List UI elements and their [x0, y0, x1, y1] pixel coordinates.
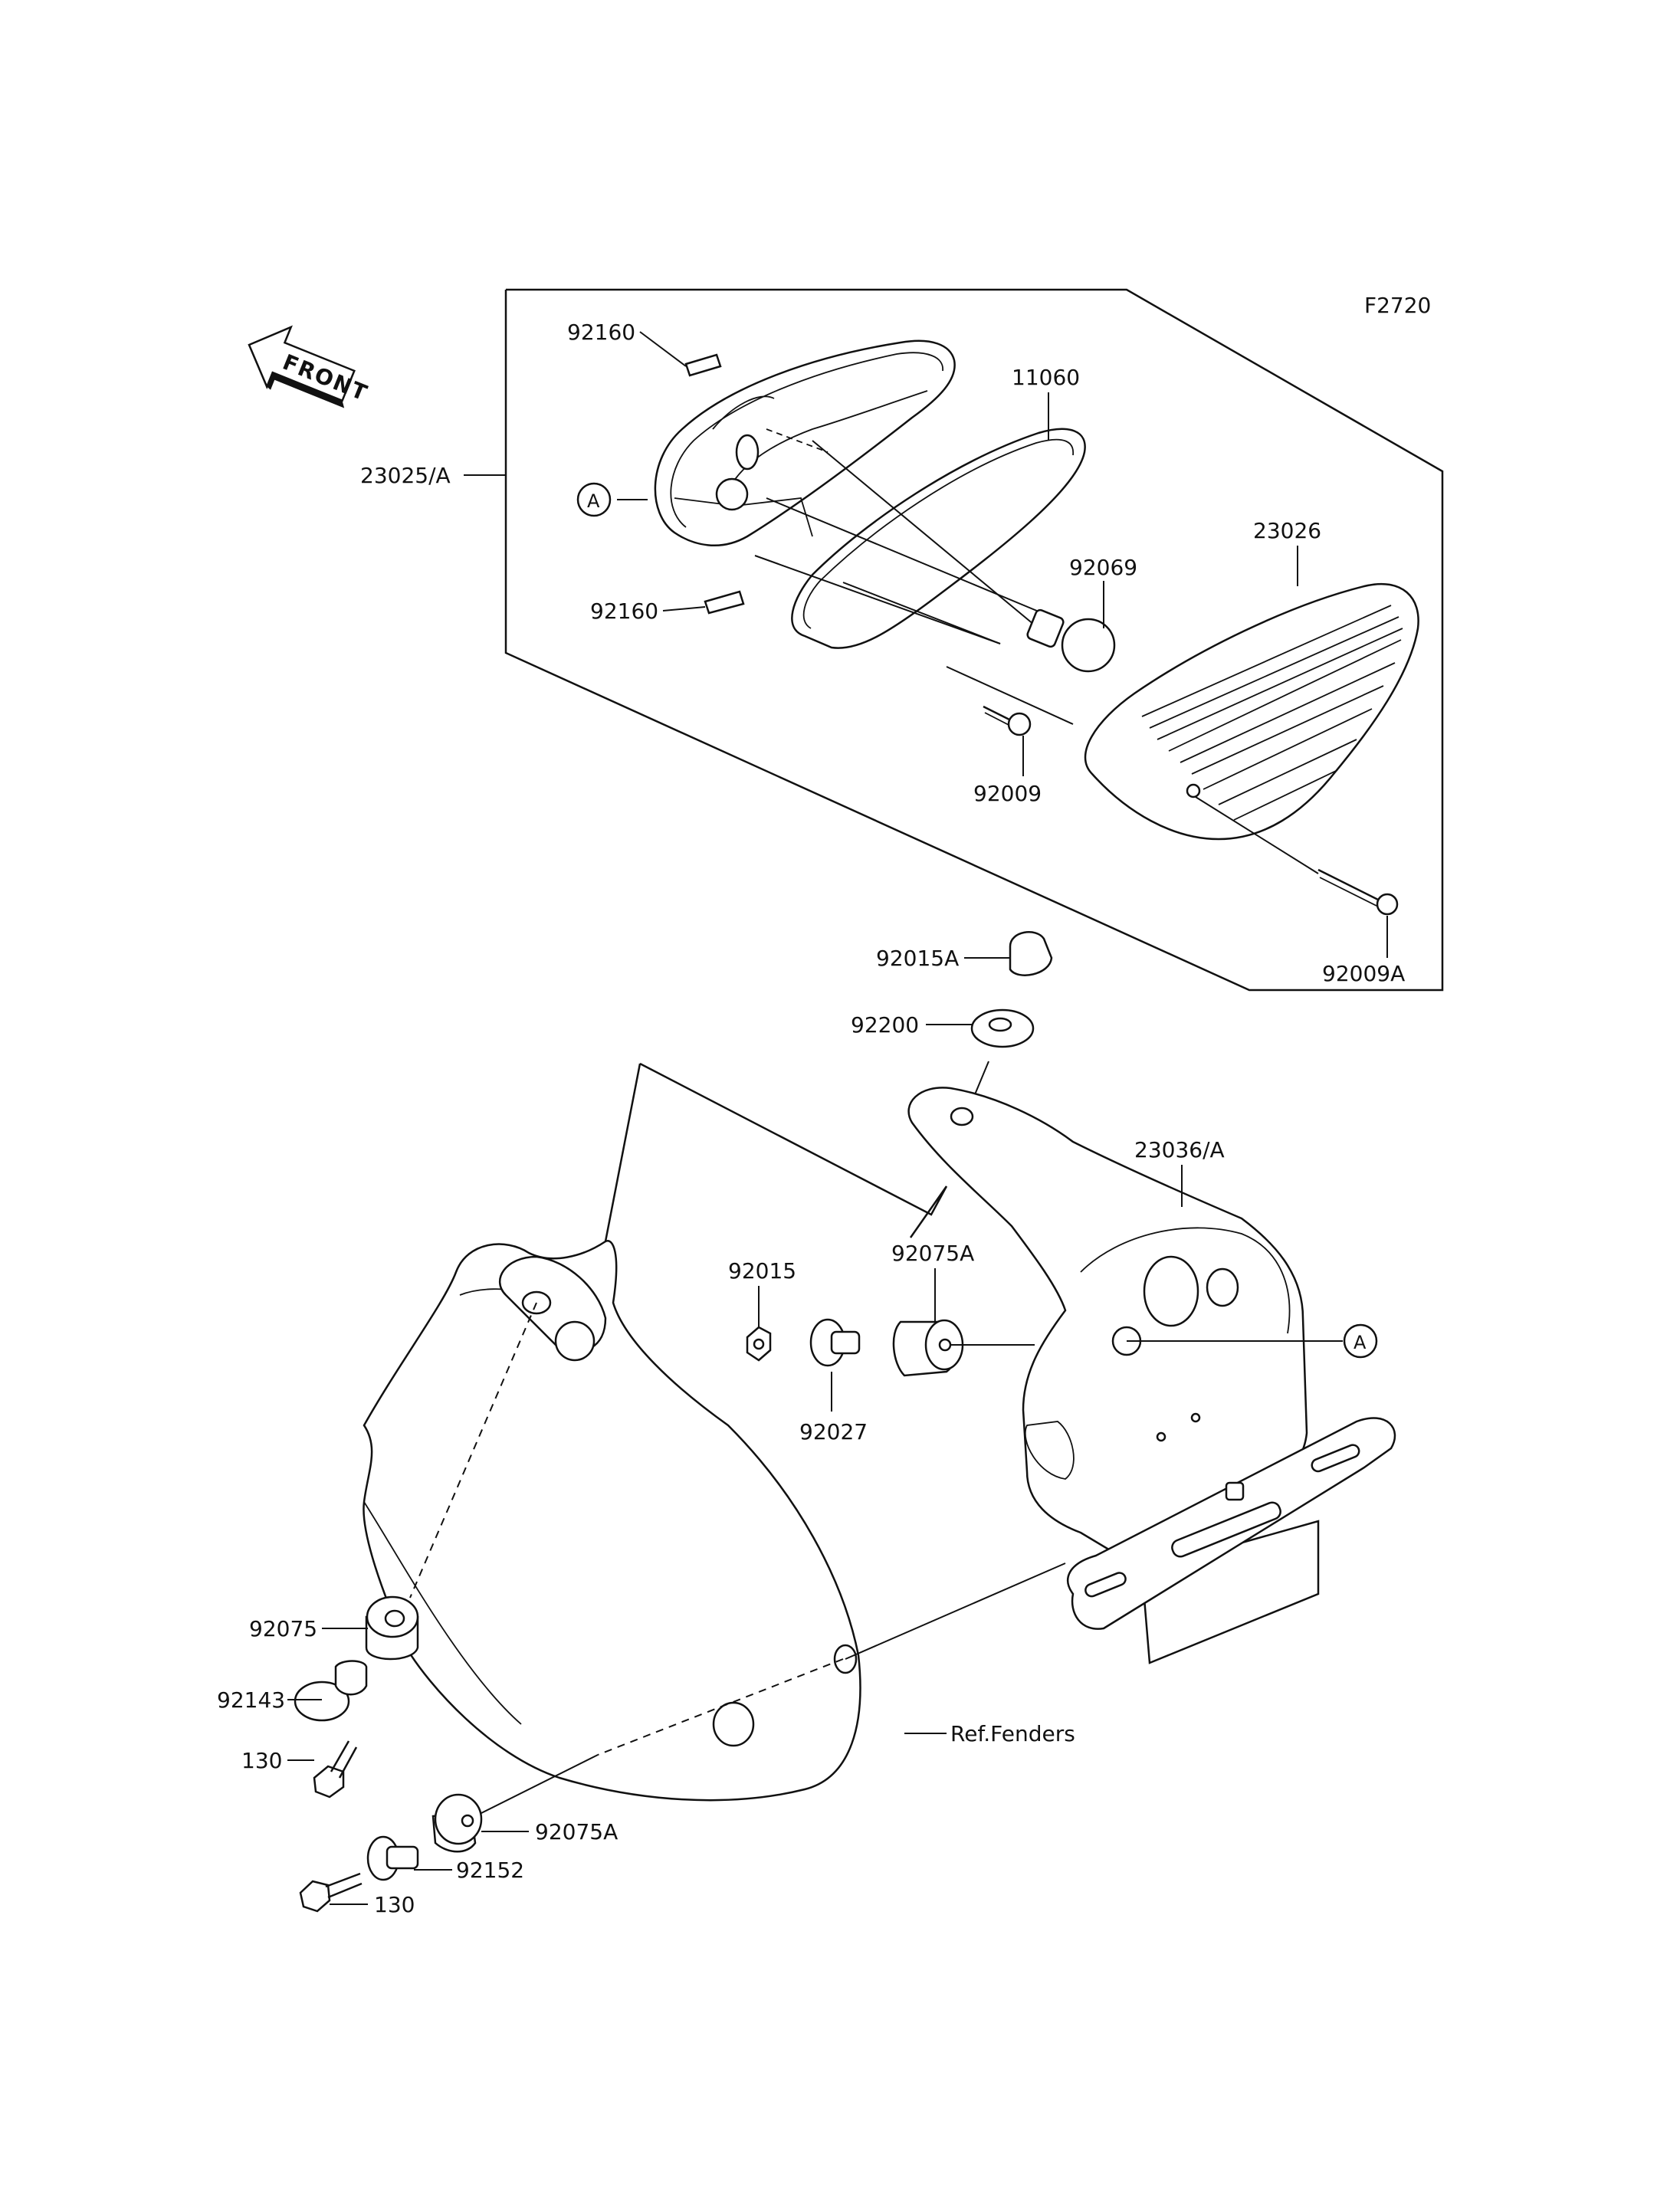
- label-92160-lower: 92160: [590, 598, 658, 624]
- label-92027: 92027: [799, 1419, 868, 1444]
- grommet: [365, 1595, 419, 1661]
- bolt-upper: [313, 1740, 358, 1799]
- label-92152: 92152: [456, 1858, 524, 1883]
- clip-upper: [684, 353, 722, 377]
- label-23025a: 23025/A: [360, 463, 451, 488]
- label-92015a: 92015A: [876, 946, 959, 971]
- svg-text:A: A: [1354, 1332, 1367, 1353]
- bolt-lower: [299, 1872, 363, 1913]
- assembly-frame: [504, 288, 1444, 992]
- label-11060: 11060: [1012, 365, 1080, 390]
- label-23026: 23026: [1253, 518, 1321, 543]
- bulb: [1026, 608, 1116, 673]
- label-92200: 92200: [851, 1012, 919, 1038]
- label-23036a: 23036/A: [1134, 1137, 1225, 1162]
- cap-nut: [1009, 931, 1053, 976]
- marker-a-top: A: [576, 482, 612, 517]
- fender-frame-line: [639, 1062, 948, 1238]
- lens: [1084, 582, 1419, 841]
- grommet-a-lower: [431, 1793, 483, 1853]
- label-92143: 92143: [217, 1687, 285, 1713]
- plate-mount: [1067, 1417, 1396, 1664]
- nut: [746, 1326, 772, 1362]
- label-ref-fenders: Ref.Fenders: [950, 1721, 1075, 1746]
- front-arrow-icon: FRONT: [248, 325, 372, 408]
- callout-lines: [287, 331, 1388, 1905]
- gasket: [791, 428, 1086, 649]
- collar-b: [294, 1660, 368, 1722]
- washer: [366, 1835, 419, 1881]
- label-92160-upper: 92160: [567, 320, 635, 345]
- label-92015: 92015: [728, 1258, 796, 1284]
- label-92075: 92075: [249, 1616, 317, 1641]
- grommet-a-upper: [892, 1319, 964, 1377]
- label-130-upper: 130: [241, 1748, 282, 1773]
- screw: [983, 705, 1032, 736]
- label-92069: 92069: [1069, 555, 1137, 580]
- marker-a-bracket: A: [1343, 1323, 1378, 1359]
- collar: [809, 1318, 861, 1367]
- screw-a: [1195, 796, 1399, 916]
- label-92075a-upper: 92075A: [891, 1241, 974, 1266]
- label-92075a-lower: 92075A: [535, 1819, 618, 1844]
- fender: [363, 1240, 861, 1802]
- dash-lower: [597, 1658, 844, 1756]
- damper-washer: [970, 1008, 1035, 1048]
- clip-lower: [704, 590, 745, 615]
- dash-upper: [409, 1302, 537, 1599]
- label-130-lower: 130: [374, 1892, 415, 1917]
- label-92009: 92009: [973, 781, 1042, 806]
- label-92009a: 92009A: [1322, 961, 1405, 986]
- svg-text:A: A: [587, 490, 600, 512]
- taillight-housing: [654, 339, 956, 546]
- figure-code: F2720: [1364, 293, 1431, 318]
